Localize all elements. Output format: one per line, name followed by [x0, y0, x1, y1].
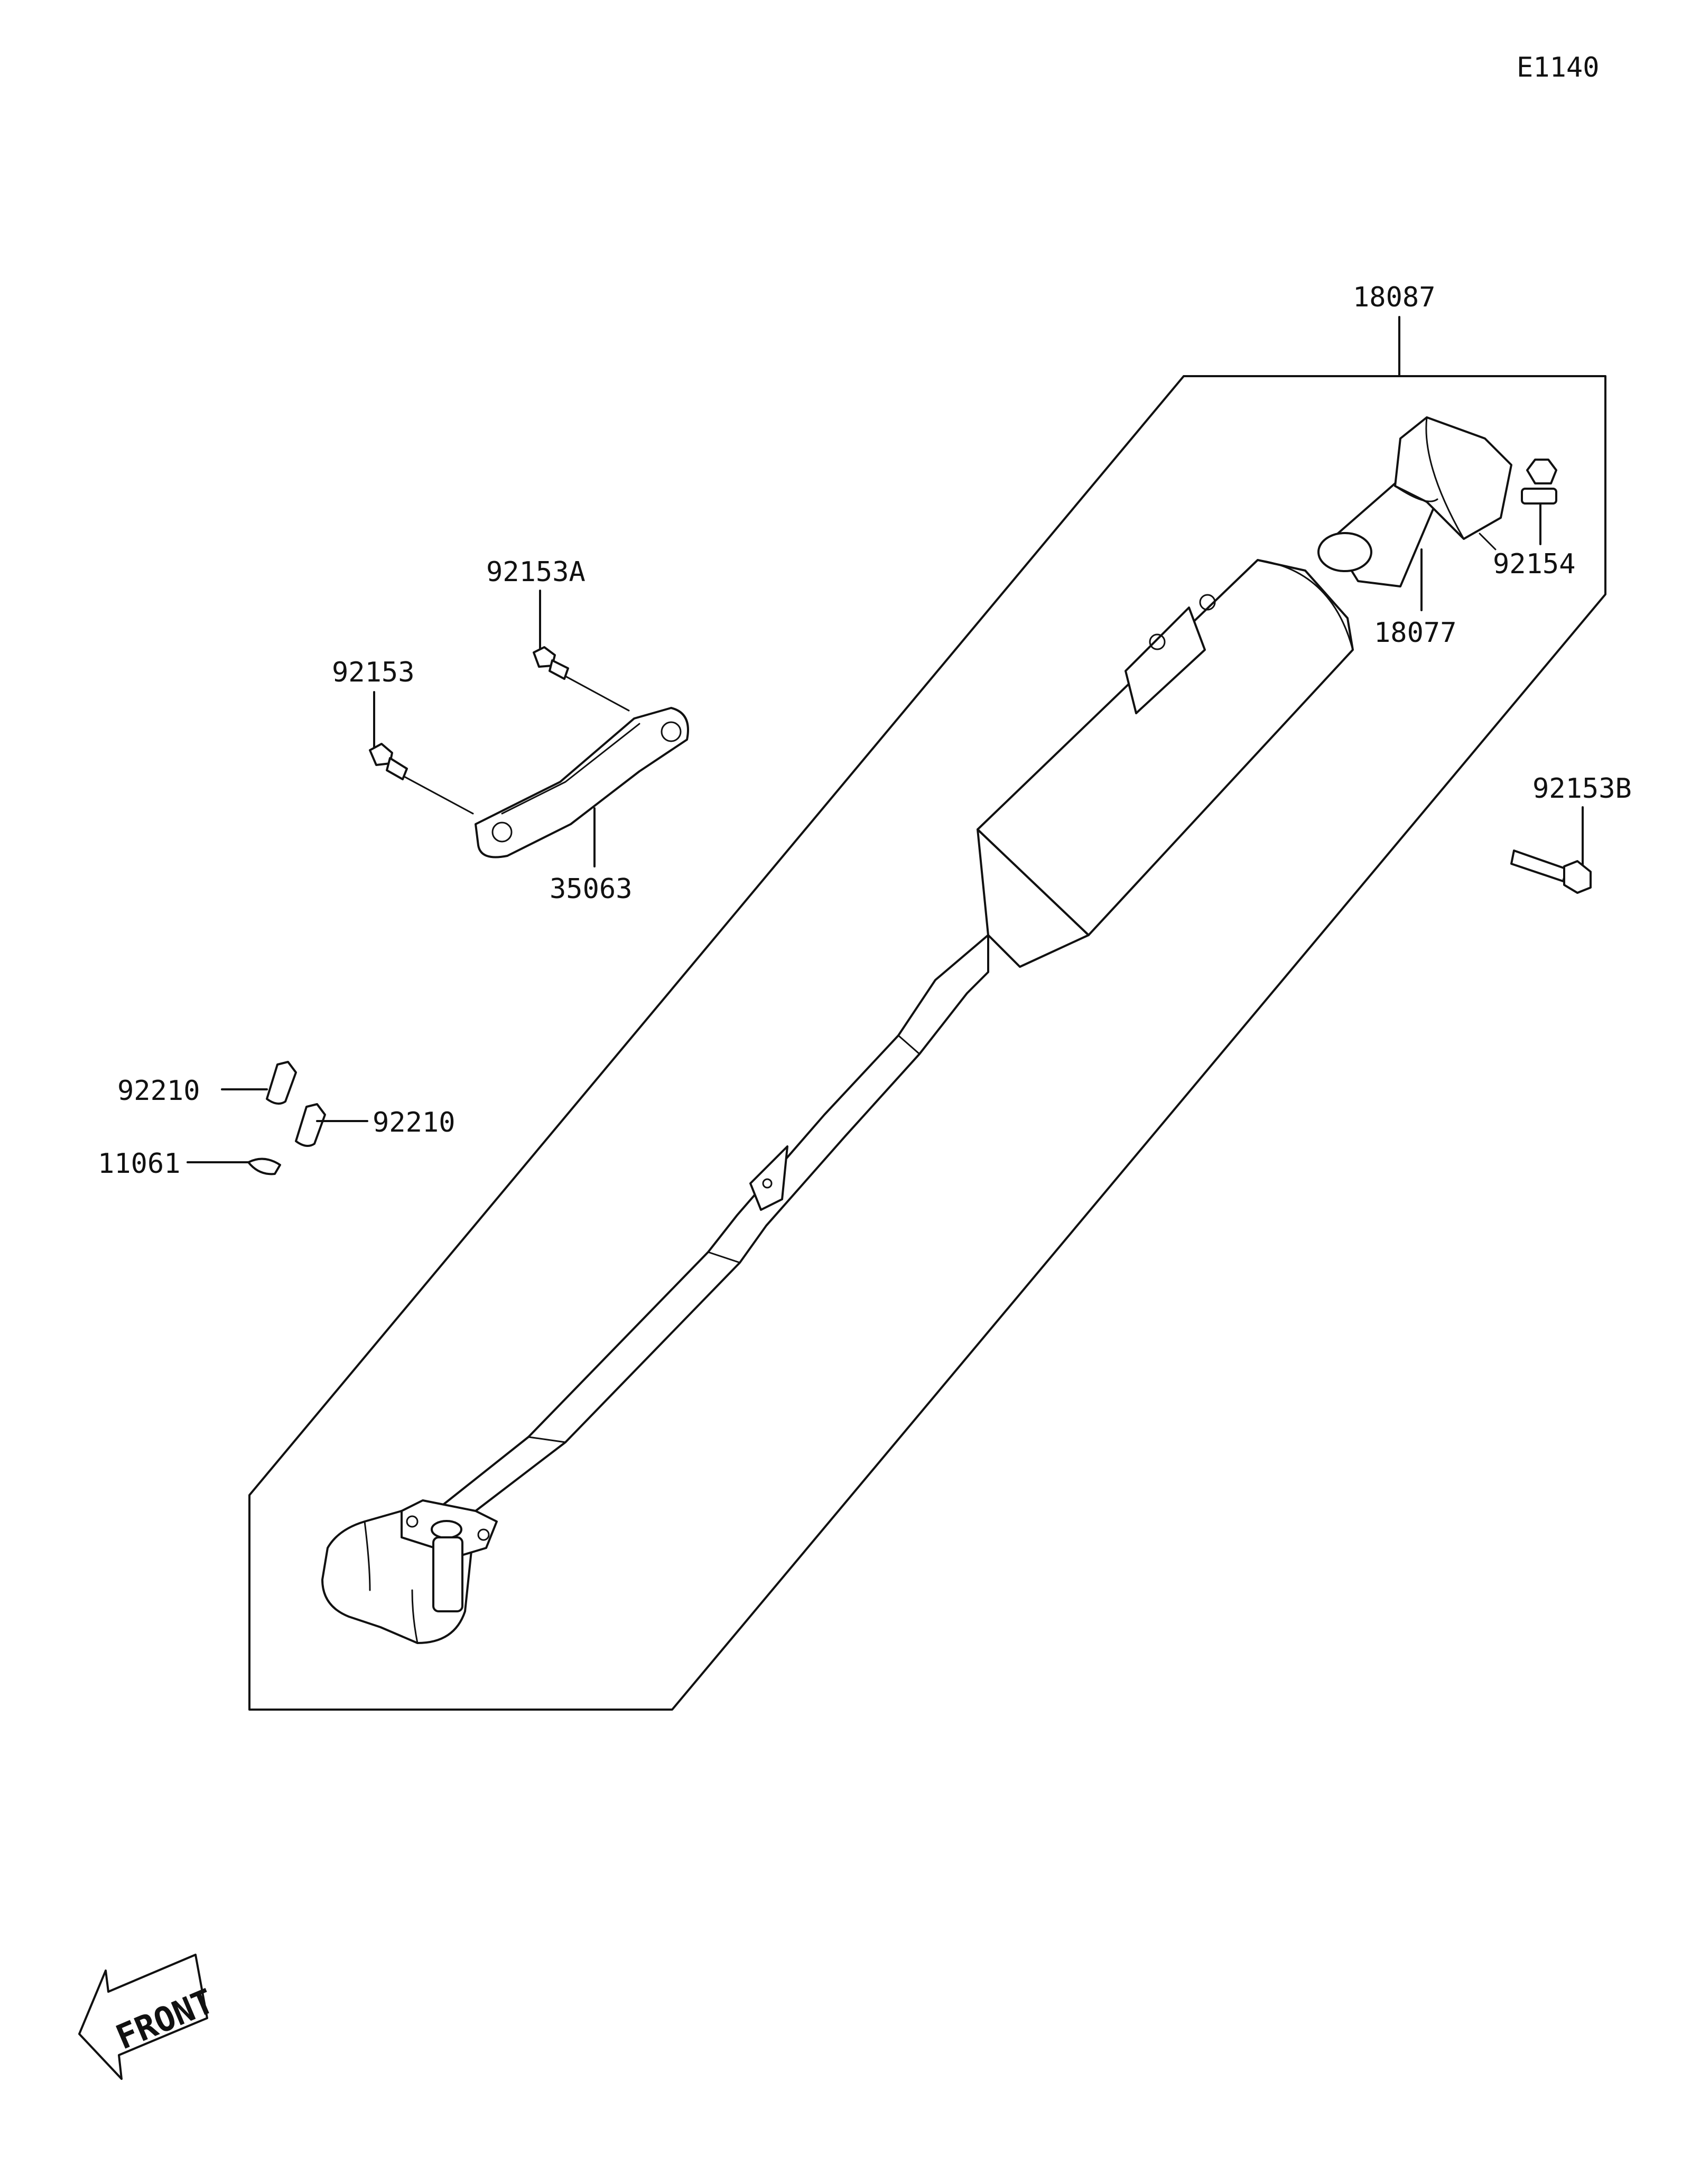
callout-18077[interactable]: 18077	[1374, 617, 1457, 649]
clip-92210-lower[interactable]	[295, 1103, 326, 1147]
callout-92153[interactable]: 92153	[332, 657, 415, 688]
gasket-11061[interactable]	[247, 1158, 281, 1175]
callout-92153b[interactable]: 92153B	[1532, 773, 1632, 805]
bolt-92153-axis	[403, 776, 474, 815]
front-direction-arrow-icon: FRONT	[78, 1954, 220, 2080]
callout-35063[interactable]: 35063	[550, 873, 633, 905]
diagram-code: E1140	[1517, 52, 1600, 83]
exhaust-pipe-and-muffler[interactable]	[321, 416, 1512, 1644]
callout-18087[interactable]: 18087	[1353, 282, 1436, 313]
clip-92210-upper[interactable]	[266, 1061, 297, 1105]
bracket-35063[interactable]	[475, 707, 689, 858]
bolt-92153a[interactable]	[533, 646, 569, 680]
callout-92210-lower[interactable]: 92210	[373, 1107, 456, 1138]
bolt-92153a-axis	[564, 675, 630, 712]
callout-92210-upper[interactable]: 92210	[117, 1075, 200, 1107]
assembly-outline	[248, 375, 1606, 1711]
bolt-92153b[interactable]	[1510, 850, 1592, 894]
callout-92154[interactable]: 92154	[1493, 548, 1576, 580]
bolt-92153[interactable]	[369, 743, 408, 780]
bolt-92154[interactable]	[1521, 459, 1557, 505]
callout-92153a[interactable]: 92153A	[486, 556, 586, 588]
callout-11061[interactable]: 11061	[98, 1148, 181, 1180]
